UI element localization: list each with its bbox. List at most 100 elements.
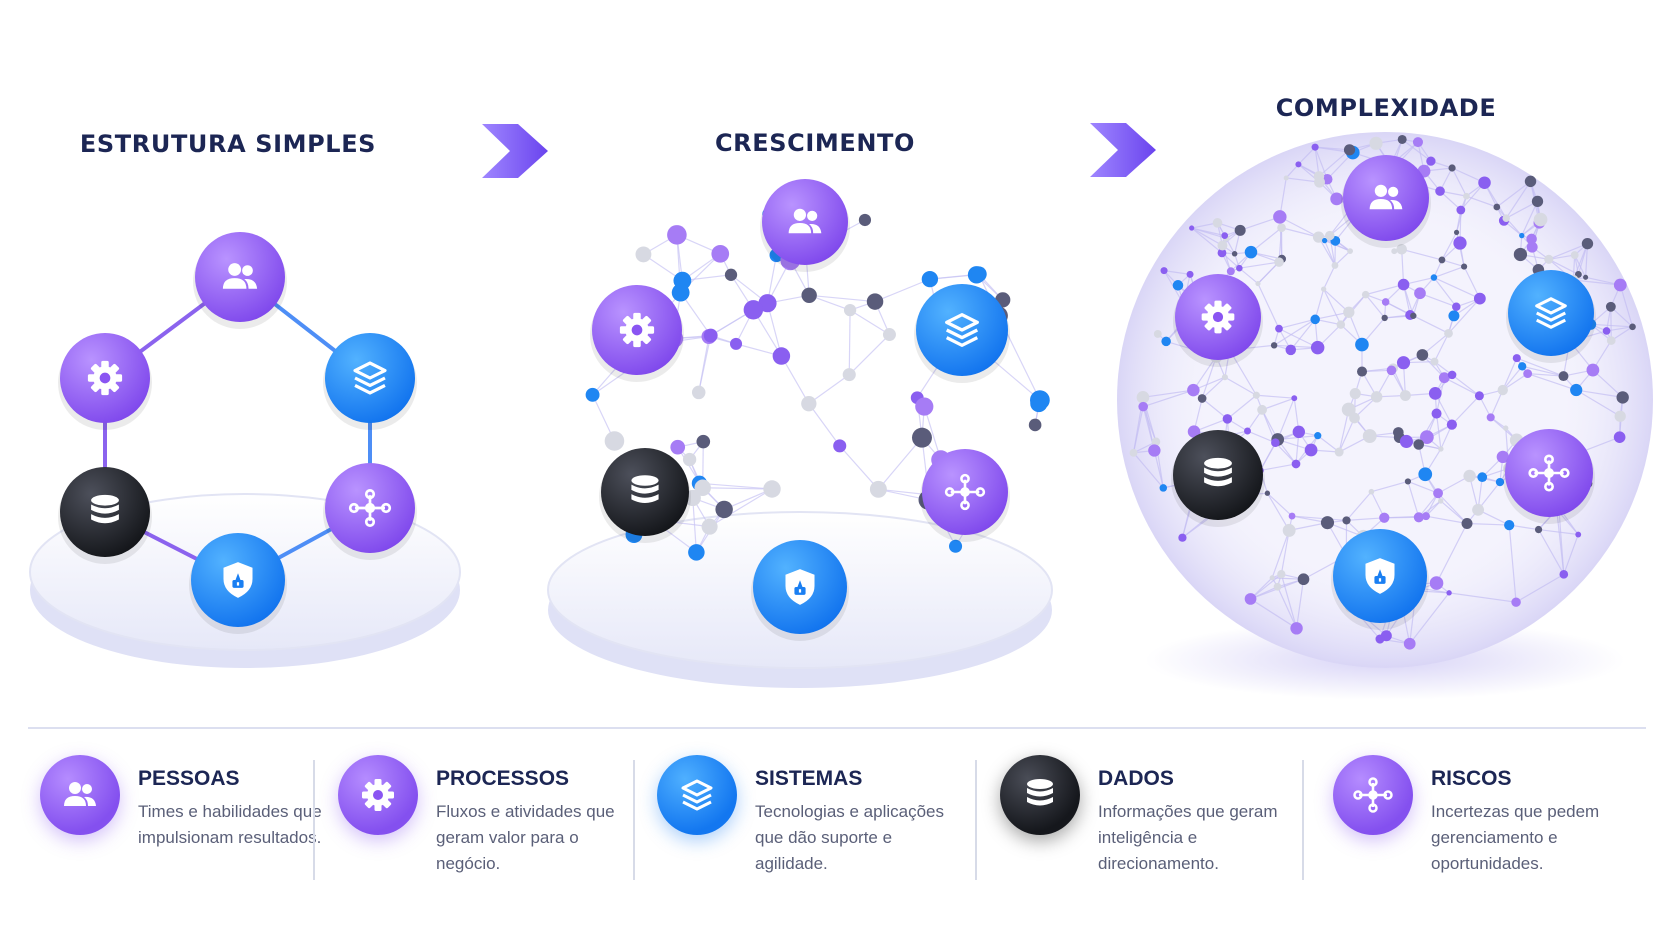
- network-node: [1217, 240, 1228, 251]
- network-node: [1393, 427, 1404, 438]
- network-node: [1533, 212, 1548, 227]
- network-node: [667, 225, 687, 245]
- legend-description: Fluxos e atividades que geram valor para…: [436, 802, 615, 873]
- network-node: [682, 452, 697, 467]
- network-node: [1518, 362, 1527, 371]
- legend-description: Informações que geram inteligência e dir…: [1098, 802, 1278, 873]
- network-node: [1513, 247, 1528, 262]
- network-node: [1349, 387, 1361, 400]
- legend-title: RISCOS: [1431, 767, 1512, 790]
- network-node: [1397, 134, 1407, 144]
- network-node: [1178, 533, 1187, 542]
- network-node: [842, 368, 856, 382]
- network-node: [1273, 582, 1282, 591]
- network-node: [1325, 230, 1335, 241]
- network-node: [1282, 523, 1296, 537]
- network-node: [729, 337, 743, 350]
- network-node: [1334, 447, 1344, 457]
- network-node: [1030, 394, 1048, 413]
- network-node: [1463, 469, 1476, 483]
- network-node: [858, 213, 872, 227]
- network-node: [671, 283, 690, 302]
- network-node: [1397, 278, 1410, 291]
- network-node: [1526, 233, 1537, 245]
- evolution-diagram: [29, 123, 1653, 700]
- network-node: [1391, 248, 1398, 255]
- database-icon: [1000, 755, 1080, 835]
- network-node: [801, 395, 817, 412]
- network-node: [1320, 516, 1335, 530]
- layers-icon: [1506, 270, 1596, 363]
- network-node: [1236, 264, 1243, 272]
- network-node: [1412, 137, 1423, 148]
- network-node: [1370, 391, 1383, 403]
- network-node: [1172, 280, 1184, 291]
- network-node: [1291, 395, 1298, 402]
- network-node: [1231, 251, 1238, 257]
- network-node: [1435, 186, 1445, 196]
- network-node: [1273, 210, 1287, 224]
- network-node: [711, 244, 730, 263]
- network-node: [1523, 369, 1533, 379]
- network-node: [1252, 391, 1260, 399]
- network-node: [1614, 410, 1626, 422]
- network-node: [1136, 390, 1150, 404]
- network-node: [1472, 503, 1485, 516]
- network-node: [1496, 450, 1509, 464]
- network-node: [715, 500, 733, 519]
- network-node: [1504, 519, 1515, 531]
- gear-icon: [1173, 274, 1263, 367]
- network-node: [1438, 446, 1444, 452]
- people-icon: [40, 755, 120, 835]
- network-node: [1320, 286, 1327, 292]
- stage-growth-network: [585, 206, 1050, 561]
- network-node: [1606, 336, 1616, 345]
- network-node: [1292, 425, 1306, 439]
- network-node: [1461, 263, 1468, 270]
- network-node: [1368, 488, 1375, 495]
- network-node: [1410, 312, 1417, 319]
- network-node: [1438, 256, 1446, 264]
- network-node: [1429, 576, 1444, 590]
- network-node: [1186, 270, 1194, 278]
- network-node: [1629, 323, 1636, 331]
- network-node: [691, 385, 706, 400]
- shield-icon: [189, 533, 287, 634]
- network-node: [1187, 425, 1201, 438]
- network-node: [1274, 257, 1284, 267]
- network-node: [1362, 429, 1377, 443]
- legend-title: PROCESSOS: [436, 767, 570, 790]
- network-node: [921, 270, 939, 288]
- stage-title-simple: ESTRUTURA SIMPLES: [79, 130, 377, 158]
- network-node: [1559, 570, 1569, 579]
- network-node: [585, 387, 600, 402]
- chevron-arrow-icon: [1090, 123, 1156, 177]
- network-node: [1420, 430, 1434, 444]
- gear-icon: [338, 755, 418, 835]
- network-node: [1312, 231, 1325, 243]
- network-node: [1453, 236, 1467, 250]
- layers-icon: [323, 333, 417, 430]
- network-node: [1321, 237, 1328, 244]
- network-node: [1448, 310, 1460, 322]
- network-node: [1304, 443, 1318, 457]
- network-node: [1161, 336, 1171, 347]
- network-node: [882, 328, 896, 342]
- network-node: [866, 293, 884, 310]
- network-node: [911, 427, 932, 448]
- network-node: [1271, 438, 1280, 448]
- network-node: [1361, 290, 1370, 299]
- network-node: [1217, 248, 1227, 258]
- network-node: [772, 347, 791, 365]
- network-node: [1503, 425, 1509, 431]
- layers-icon: [657, 755, 737, 835]
- legend-divider: [313, 760, 315, 880]
- network-node: [1416, 349, 1429, 361]
- network-node: [1275, 324, 1283, 333]
- network-node: [1257, 404, 1267, 415]
- network-node: [1602, 327, 1611, 335]
- legend-title: DADOS: [1098, 767, 1174, 790]
- database-icon: [1171, 430, 1265, 527]
- network-node: [1222, 414, 1233, 424]
- network-node: [670, 439, 686, 455]
